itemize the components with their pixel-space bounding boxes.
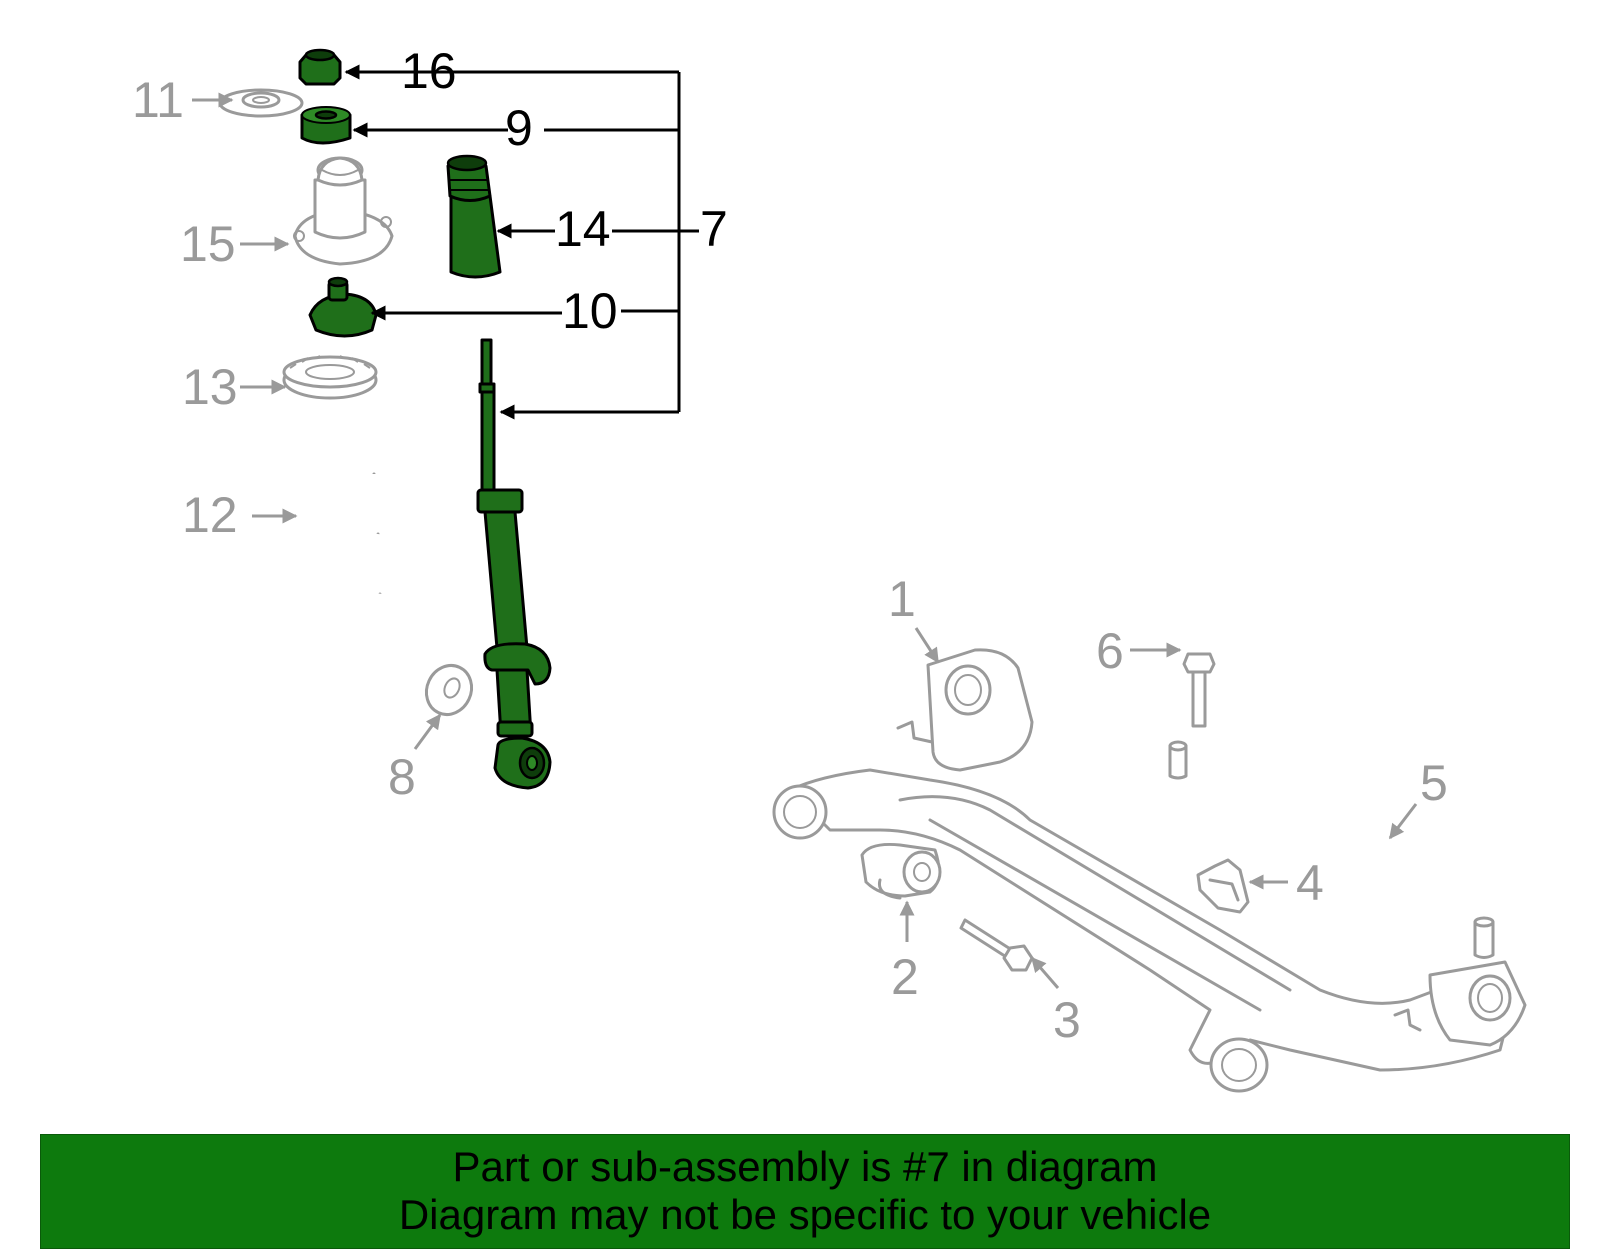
part-3-bolt[interactable] [959,918,1034,972]
part-1-bracket[interactable] [896,648,1034,772]
label-5: 5 [1420,755,1448,811]
label-2: 2 [891,949,919,1005]
part-10-mount[interactable] [308,276,378,338]
part-8-washer[interactable] [418,658,479,722]
label-14: 14 [555,201,611,257]
part-15-upper-mount[interactable] [293,156,394,266]
part-4-bracket[interactable] [1196,858,1250,914]
part-14-bump-stop[interactable] [446,154,502,279]
banner-line-1: Part or sub-assembly is #7 in diagram [452,1143,1158,1190]
label-3: 3 [1053,992,1081,1048]
label-13: 13 [182,359,238,415]
part-6-bolt[interactable] [1182,652,1216,728]
part-16-nut[interactable] [298,48,342,86]
part-2-bushing[interactable] [860,843,942,900]
part-13-spring-insulator[interactable] [282,355,378,400]
label-7: 7 [700,201,728,257]
part-11-washer[interactable] [218,88,304,118]
part-12-coil-spring[interactable] [291,420,384,641]
label-15: 15 [180,216,236,272]
label-11: 11 [132,72,184,128]
label-1: 1 [888,571,916,627]
part-5-stabilizer-bar[interactable] [1168,740,1495,959]
label-9: 9 [505,100,533,156]
part-7-shock-absorber[interactable] [476,338,552,790]
part-9-bushing[interactable] [300,106,352,145]
label-10: 10 [562,283,618,339]
label-16: 16 [401,43,457,99]
label-6: 6 [1096,623,1124,679]
label-12: 12 [182,487,238,543]
label-4: 4 [1296,855,1324,911]
banner-line-2: Diagram may not be specific to your vehi… [398,1191,1212,1238]
notice-banner: Part or sub-assembly is #7 in diagram Di… [40,1134,1570,1249]
axle-beam[interactable] [772,768,1527,1093]
label-8: 8 [388,749,416,805]
leader-lines [192,64,1418,989]
